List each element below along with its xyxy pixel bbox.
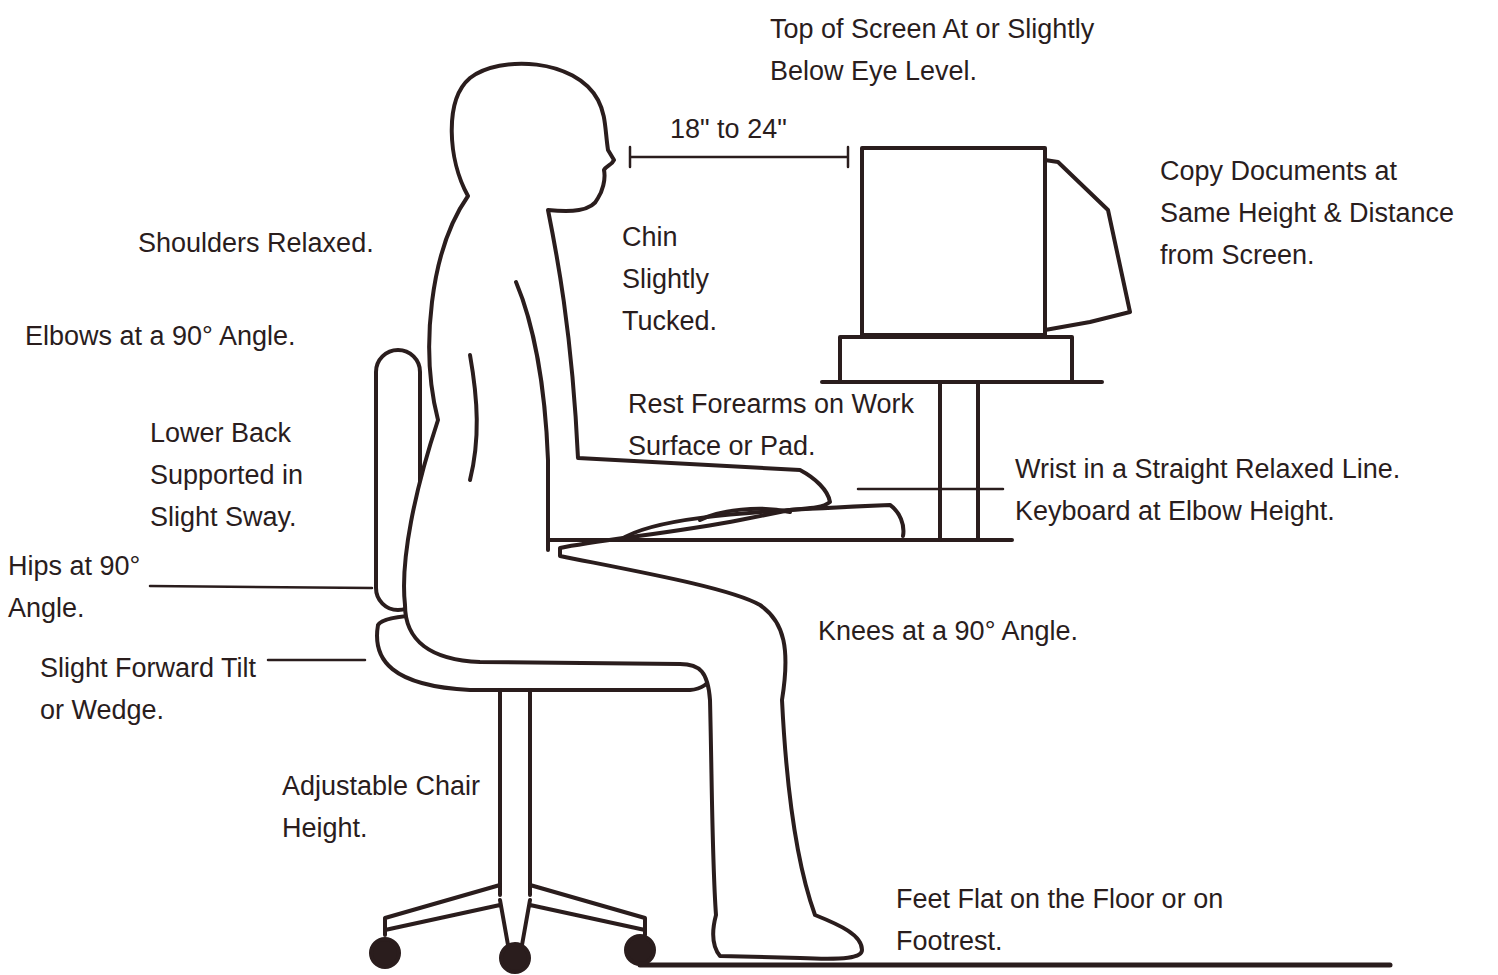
callout-label: Hips at 90° Angle. [8,545,158,629]
arm-back-line [470,355,477,480]
callout-label: Keyboard at Elbow Height. [1015,490,1335,532]
chair-wheel [501,944,529,972]
callout-label: Lower Back Supported in Slight Sway. [150,412,350,538]
callout-label: Chin Slightly Tucked. [622,216,740,342]
chair-base [385,885,645,945]
callout-label: Rest Forearms on Work Surface or Pad. [628,383,928,467]
monitor-stand [840,337,1072,382]
callout-label: Slight Forward Tilt or Wedge. [40,647,275,731]
leader-line [268,659,365,662]
callout-label: Feet Flat on the Floor or on Footrest. [896,878,1226,962]
chair-column [500,690,530,895]
monitor-housing [1045,160,1130,330]
keyboard-tray [548,538,1012,542]
dimension-line [630,147,848,167]
chair-wheel [626,936,654,964]
callout-label: Wrist in a Straight Relaxed Line. [1015,448,1400,490]
callout-label: Knees at a 90° Angle. [818,610,1078,652]
callout-label: Shoulders Relaxed. [138,222,374,264]
callout-label: Elbows at a 90° Angle. [25,315,295,357]
hand-fingers [700,509,790,520]
upper-arm-line [516,282,548,550]
callout-label: 18" to 24" [670,108,787,150]
leader-line [858,488,1003,491]
callout-label: Adjustable Chair Height. [282,765,482,849]
callout-label: Top of Screen At or Slightly Below Eye L… [770,8,1150,92]
callout-label: Copy Documents at Same Height & Distance… [1160,150,1460,276]
chair-wheel [371,939,399,967]
monitor-screen [862,148,1045,335]
leader-line [150,586,372,588]
desk-leg [940,382,978,540]
floor-line [640,963,1390,968]
keyboard [620,505,903,540]
